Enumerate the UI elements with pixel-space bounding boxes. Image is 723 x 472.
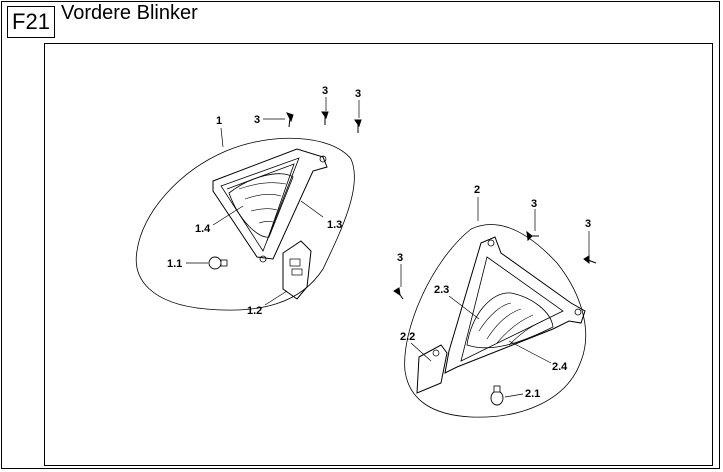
left-bulb: [208, 256, 228, 270]
callout-2-1: 2.1: [525, 388, 540, 400]
screw-icon: [321, 111, 329, 125]
callout-2: 2: [474, 184, 480, 196]
callout-1-4: 1.4: [195, 223, 211, 235]
left-socket-bracket: [282, 240, 312, 300]
diagram-frame: 1 3 3 3 1.4 1.3 1.1 1.2 2 3 3 3 2.3 2.2 …: [44, 43, 713, 466]
left-assembly-outline: [135, 137, 355, 311]
callout-2-4: 2.4: [552, 361, 568, 373]
exploded-view-drawing: 1 3 3 3 1.4 1.3 1.1 1.2 2 3 3 3 2.3 2.2 …: [135, 85, 597, 418]
screw-icon: [583, 255, 597, 265]
left-leader-lines: [186, 97, 360, 306]
screw-icon: [354, 119, 362, 133]
callout-1-1: 1.1: [167, 258, 182, 270]
callout-1-3: 1.3: [327, 219, 342, 231]
left-turn-signal-assembly: [135, 97, 362, 311]
page-title: Vordere Blinker: [61, 2, 198, 24]
screw-icon: [286, 112, 294, 128]
callout-3-b: 3: [322, 85, 328, 97]
callout-1: 1: [216, 115, 222, 127]
right-assembly-outline: [404, 224, 587, 418]
right-leader-lines: [400, 197, 590, 398]
section-code-badge: F21: [7, 6, 55, 38]
callout-2-2: 2.2: [400, 331, 415, 343]
right-housing-frame: [444, 236, 586, 374]
left-housing-frame: [212, 148, 328, 260]
right-mount-bracket: [416, 344, 448, 394]
right-bulb: [490, 385, 504, 406]
right-turn-signal-assembly: [393, 197, 597, 418]
right-lens: [466, 292, 554, 349]
callout-3-f: 3: [397, 252, 403, 264]
callout-2-3: 2.3: [434, 284, 449, 296]
callout-labels: 1 3 3 3 1.4 1.3 1.1 1.2 2 3 3 3 2.3 2.2 …: [167, 85, 591, 400]
screw-icon: [526, 230, 539, 242]
callout-3-a: 3: [254, 114, 260, 126]
callout-3-d: 3: [531, 198, 537, 210]
callout-1-2: 1.2: [247, 305, 262, 317]
callout-3-c: 3: [355, 88, 361, 100]
screw-icon: [393, 287, 404, 300]
left-lens: [228, 173, 294, 238]
callout-3-e: 3: [585, 218, 591, 230]
